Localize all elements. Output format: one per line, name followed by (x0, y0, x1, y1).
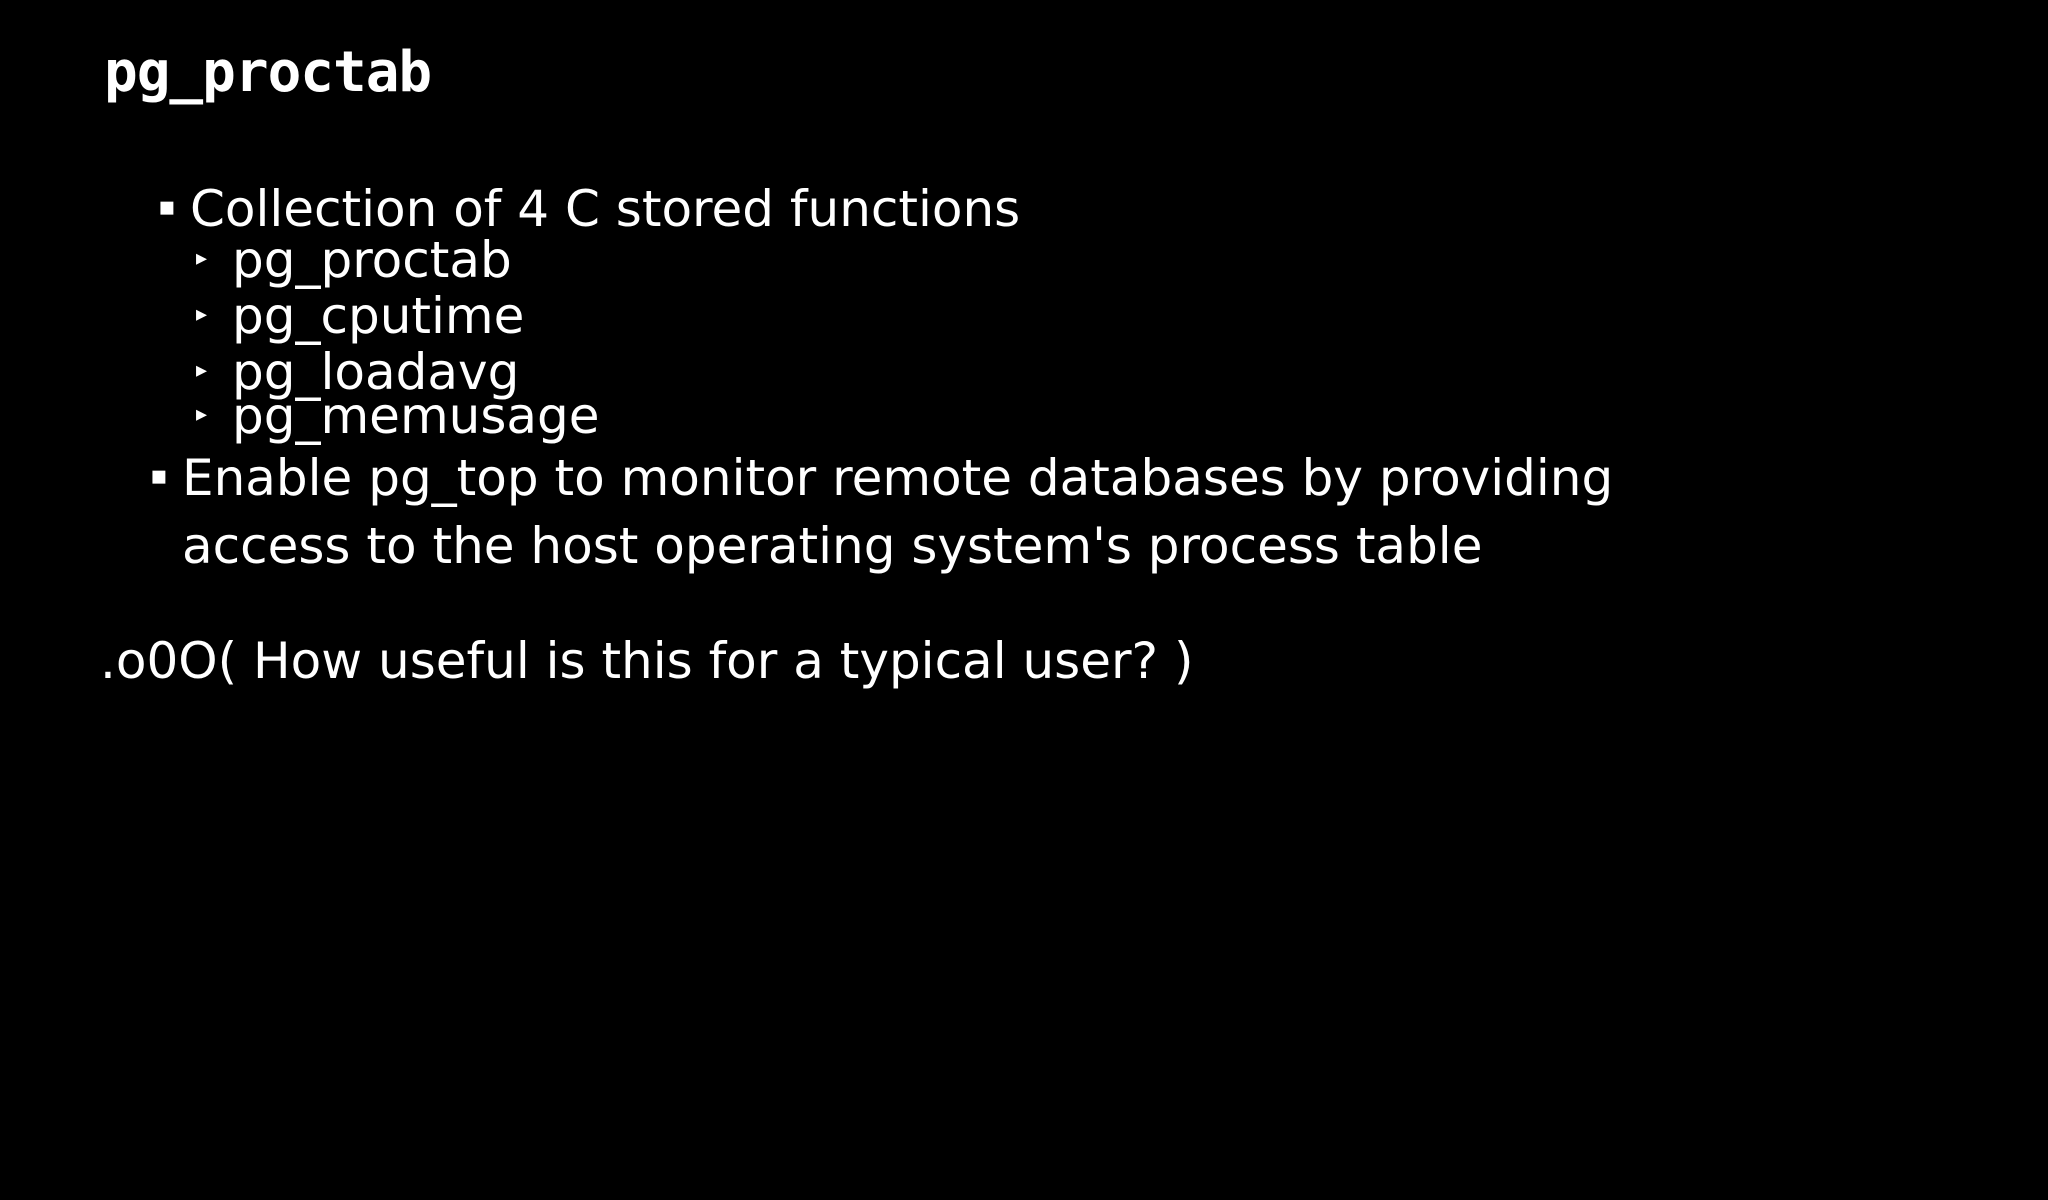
triangle-bullet-icon: ▸ (196, 402, 208, 427)
bullet-item-level2: ▸ pg_proctab (196, 232, 512, 288)
bullet-text: pg_loadavg (232, 343, 520, 401)
triangle-bullet-icon: ▸ (196, 358, 208, 383)
bullet-item-level2: ▸ pg_memusage (196, 388, 600, 444)
bullet-text: pg_memusage (232, 387, 600, 445)
bullet-item-level1: ▪ Collection of 4 C stored functions (158, 175, 1020, 243)
bullet-text: pg_proctab (232, 231, 512, 289)
bullet-text: Collection of 4 C stored functions (190, 180, 1021, 238)
bullet-item-level2: ▸ pg_cputime (196, 288, 524, 344)
bullet-text: Enable pg_top to monitor remote database… (182, 449, 1630, 575)
bullet-item-level2: ▸ pg_loadavg (196, 344, 519, 400)
slide-title: pg_proctab (104, 40, 432, 105)
slide-aside-note: .o0O( How useful is this for a typical u… (100, 632, 1194, 690)
triangle-bullet-icon: ▸ (196, 246, 208, 271)
bullet-text: pg_cputime (232, 287, 525, 345)
bullet-item-level1: ▪ Enable pg_top to monitor remote databa… (150, 444, 1762, 580)
triangle-bullet-icon: ▸ (196, 302, 208, 327)
square-bullet-icon: ▪ (150, 461, 168, 491)
square-bullet-icon: ▪ (158, 192, 176, 222)
